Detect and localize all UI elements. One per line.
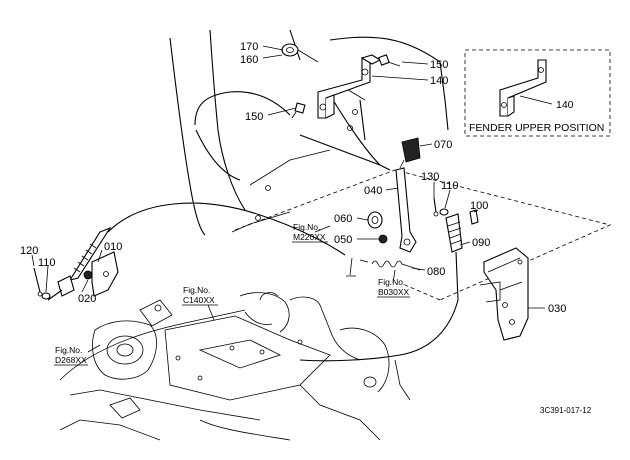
callout-110-lower: 110 (38, 257, 56, 269)
nut-020 (83, 270, 93, 280)
callout-170: 170 (240, 41, 258, 53)
figref-m220xx-line2: M220XX (293, 232, 326, 242)
cable-end-left (47, 226, 112, 301)
assembly-dashed-outline (234, 169, 612, 301)
drawing-code: 3C391-017-12 (540, 406, 592, 415)
inset-part-label: 140 (556, 99, 574, 111)
callout-090: 090 (472, 237, 490, 249)
figure-references: Fig.No. M220XX Fig.No. B030XX Fig.No. C1… (54, 222, 410, 366)
figref-d268xx-line1: Fig.No. (55, 345, 82, 355)
callout-050: 050 (334, 234, 352, 246)
lever-040 (395, 167, 417, 253)
figref-b030xx-line1: Fig.No. (378, 277, 405, 287)
washer-110-lower (41, 292, 51, 300)
pin-130 (433, 197, 439, 217)
inset-fender-upper-position: 140 FENDER UPPER POSITION (464, 49, 611, 137)
callout-030: 030 (548, 303, 566, 315)
callout-110-upper: 110 (441, 180, 459, 192)
callout-120: 120 (20, 245, 38, 257)
fender-bracket-140 (317, 54, 382, 119)
callout-060: 060 (334, 213, 352, 225)
lever-knob-070 (399, 137, 421, 169)
figref-c140xx-line2: C140XX (183, 295, 215, 305)
bolt-100 (469, 209, 479, 225)
bracket-030 (479, 247, 529, 341)
washer-110-upper (439, 208, 449, 216)
inset-caption: FENDER UPPER POSITION (469, 122, 604, 134)
callout-130: 130 (421, 171, 439, 183)
pin-120 (33, 267, 43, 297)
bolt-150-lower (291, 102, 306, 119)
figref-c140xx-line1: Fig.No. (183, 285, 210, 295)
callout-070: 070 (434, 139, 452, 151)
callout-140: 140 (430, 75, 448, 87)
figref-d268xx-line2: D268XX (55, 355, 87, 365)
callout-010: 010 (104, 241, 122, 253)
callout-080: 080 (427, 266, 445, 278)
callout-150-lower: 150 (245, 111, 263, 123)
cable-end-090 (445, 213, 463, 301)
callout-160: 160 (240, 54, 258, 66)
leader-lines (31, 45, 545, 353)
callout-020: 020 (78, 293, 96, 305)
callout-040: 040 (364, 185, 382, 197)
callout-labels: 170 160 150 140 150 070 040 130 110 100 … (20, 41, 566, 315)
spacer-060 (367, 211, 383, 229)
callout-150-upper: 150 (430, 59, 448, 71)
figref-b030xx-line2: B030XX (378, 287, 410, 297)
spring-080 (346, 257, 421, 277)
figref-m220xx-line1: Fig.No. (293, 222, 320, 232)
washer-050 (378, 234, 388, 244)
transmission-housing (59, 292, 411, 441)
callout-100: 100 (470, 200, 488, 212)
bolt-150-upper (378, 54, 401, 67)
bracket-010 (91, 251, 119, 297)
